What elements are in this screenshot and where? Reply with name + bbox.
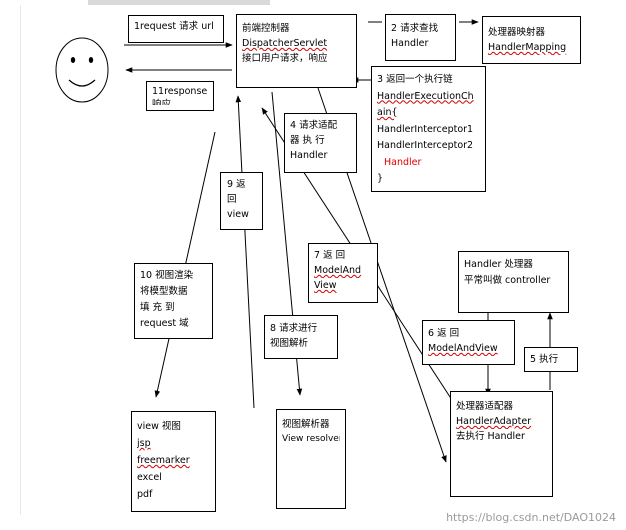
controller-desc: 接口用户请求，响应 [242, 53, 328, 64]
execute-box: 5 执行 [524, 347, 578, 372]
arrow-view-to-controller [235, 95, 255, 409]
chain-line6-handler: Handler [384, 156, 422, 168]
model-view-line1-b: 返 [323, 250, 333, 261]
return-view-line2: 回 [227, 194, 237, 205]
resolve-req-line2: 视图解析 [270, 338, 309, 349]
chain-line7: } [377, 173, 384, 184]
view-excel: excel [137, 472, 162, 483]
adapter-req-line2: 器 执 行 [290, 133, 351, 148]
handler-box: Handler 处理器 平常叫做 controller [458, 251, 569, 313]
controller-name: DispatcherServlet [242, 38, 328, 49]
adapter-name: HandlerAdapter [456, 416, 532, 427]
chain-line5: HandlerInterceptor2 [377, 140, 474, 151]
chain-line2: HandlerExecutionCh [377, 90, 474, 102]
handler-desc: 平常叫做 controller [464, 275, 551, 286]
view-pdf: pdf [137, 489, 153, 500]
watermark: https://blog.csdn.net/DAO1024 [446, 511, 616, 524]
dispatcher-servlet-box: 前端控制器 DispatcherServlet 接口用户请求，响应 [236, 14, 357, 88]
render-view-box: 10 视图渲染 将模型数据 填 充 到 request 域 [134, 263, 213, 339]
find-handler-box: 2 请求查找 Handler [385, 14, 456, 61]
return-mav-line1: 6 返 回 [428, 326, 509, 341]
handler-adapter-box: 处理器适配器 HandlerAdapter 去执行 Handler [450, 391, 553, 497]
find-handler-line2: Handler [391, 38, 429, 49]
return-view-box: 9 返 回 view [220, 172, 263, 230]
model-view-line3: View [314, 280, 337, 291]
model-view-line1-a: 7 [314, 250, 321, 261]
mapping-name: HandlerMapping [488, 42, 567, 53]
render-line1: 10 视图渲染 [140, 270, 194, 281]
execute-label: 5 执行 [530, 354, 559, 365]
chain-line3: ain{ [377, 107, 398, 118]
chain-line4: HandlerInterceptor1 [377, 123, 474, 135]
adapter-title: 处理器适配器 [456, 401, 514, 412]
request-resolve-box: 8 请求进行 视图解析 [264, 315, 338, 359]
execution-chain-box: 3 返回一个执行链 HandlerExecutionCh ain{ Handle… [371, 66, 486, 192]
request-adapter-box: 4 请求适配 器 执 行 Handler [284, 113, 357, 173]
model-view-line2: ModelAnd [314, 265, 362, 276]
adapter-req-line2-c: 行 [315, 135, 325, 146]
handler-title: Handler 处理器 [464, 259, 533, 270]
find-handler-line1: 2 请求查找 [391, 23, 439, 34]
model-and-view-box: 7 返 回 ModelAnd View [308, 243, 378, 303]
mapping-title: 处理器映射器 [488, 27, 546, 38]
render-line3-a: 填 [140, 302, 150, 313]
response-label-box: 11response 响应 [146, 81, 214, 111]
return-view-line3: view [227, 209, 249, 220]
response-label-cn: 响应 [152, 99, 172, 105]
adapter-req-line1: 4 请求适配 [290, 120, 338, 131]
view-jsp: jsp [137, 438, 151, 449]
adapter-desc: 去执行 Handler [456, 431, 525, 442]
request-label: 1request 请求 url [134, 21, 214, 32]
return-mav-line1-c: 回 [449, 328, 460, 339]
return-view-line1: 9 返 [227, 177, 256, 192]
view-box: view 视图 jsp freemarker excel pdf [131, 411, 216, 512]
resolve-req-line1: 8 请求进行 [270, 323, 318, 334]
view-freemarker: freemarker [137, 455, 190, 466]
view-resolver-box: 视图解析器 View resolver [276, 409, 346, 509]
resolver-name: View resolver [282, 434, 340, 444]
return-mav-line1-a: 6 [428, 328, 435, 339]
model-view-line1: 7 返 回 [314, 248, 372, 263]
resolver-title: 视图解析器 [282, 419, 330, 430]
render-line2: 将模型数据 [140, 286, 188, 297]
response-label: 11response [152, 86, 208, 97]
view-title: view 视图 [137, 421, 181, 432]
adapter-req-line2-a: 器 [290, 135, 300, 146]
chain-line1: 3 返回一个执行链 [377, 74, 453, 85]
return-mav-line1-b: 返 [437, 328, 447, 339]
adapter-req-line2-b: 执 [302, 135, 313, 146]
render-line3-c: 到 [165, 302, 175, 313]
return-view-line1-a: 9 [227, 179, 234, 190]
top-band [88, 0, 270, 5]
handler-mapping-box: 处理器映射器 HandlerMapping [482, 16, 581, 64]
smiley-face-icon [55, 37, 109, 103]
return-view-line1-b: 返 [236, 179, 246, 190]
model-view-line1-c: 回 [335, 250, 346, 261]
render-line3-b: 充 [152, 302, 163, 313]
render-line3: 填 充 到 [140, 300, 207, 316]
return-model-and-view-box: 6 返 回 ModelAndView [422, 320, 515, 365]
page-edge [20, 5, 21, 515]
render-line4: request 域 [140, 318, 189, 329]
request-label-box: 1request 请求 url [128, 15, 224, 43]
adapter-req-line3: Handler [290, 150, 328, 161]
return-mav-line2: ModelAndView [428, 343, 498, 354]
controller-title: 前端控制器 [242, 23, 290, 34]
